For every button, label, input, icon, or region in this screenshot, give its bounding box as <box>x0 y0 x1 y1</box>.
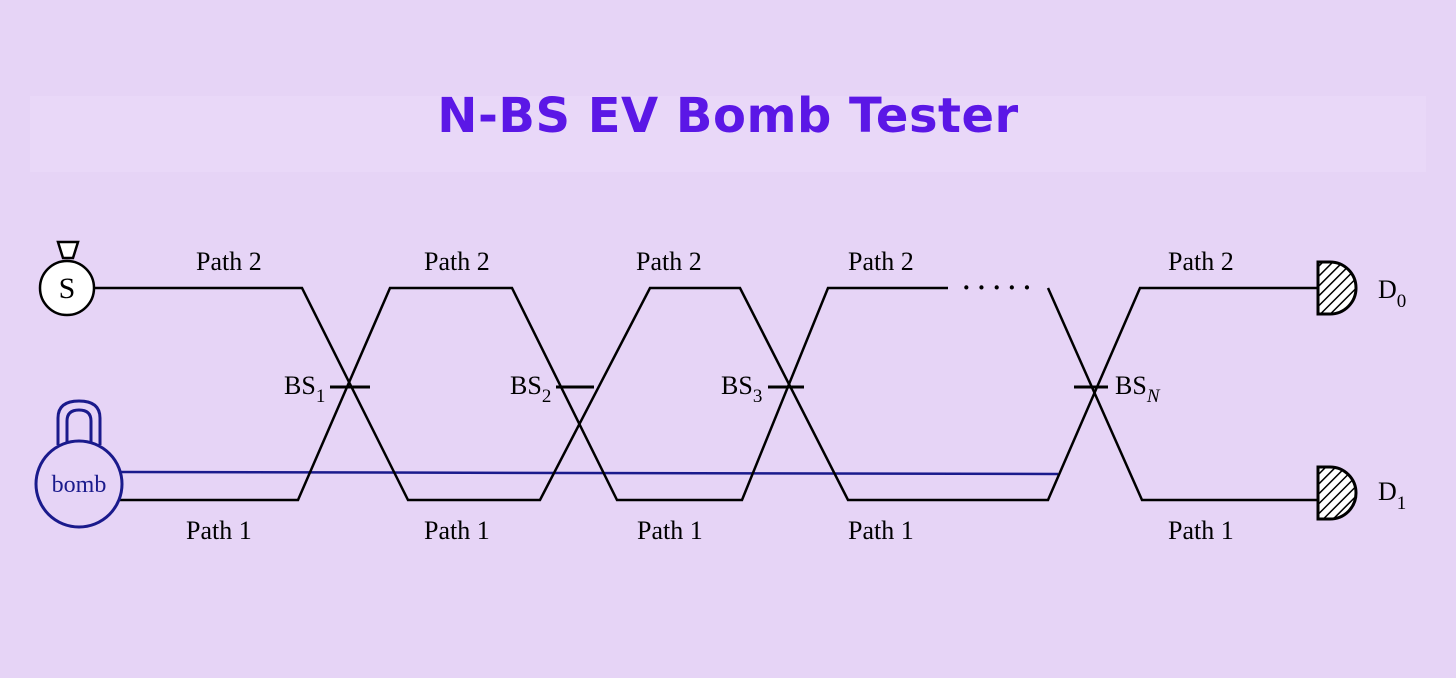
lower-path-labels: Path 1 Path 1 Path 1 Path 1 Path 1 <box>186 516 1234 545</box>
source-icon: S <box>38 240 96 317</box>
lower-path-label: Path 1 <box>637 516 703 545</box>
bs1-label: BS1 <box>284 371 325 407</box>
source-label: S <box>59 272 76 305</box>
ellipsis: · · · · · <box>962 273 1031 302</box>
lower-path-label: Path 1 <box>186 516 252 545</box>
lower-path-label: Path 1 <box>848 516 914 545</box>
diagram-title: N-BS EV Bomb Tester <box>437 88 1019 144</box>
detector-d1-icon <box>1316 465 1358 521</box>
lower-path-label: Path 1 <box>1168 516 1234 545</box>
upper-path-label: Path 2 <box>848 247 914 276</box>
upper-path-label: Path 2 <box>636 247 702 276</box>
title-band <box>30 96 1426 172</box>
upper-path-label: Path 2 <box>424 247 490 276</box>
upper-path-label: Path 2 <box>1168 247 1234 276</box>
bsn-label: BSN <box>1115 371 1161 407</box>
optical-paths <box>94 286 1318 502</box>
upper-path-label: Path 2 <box>196 247 262 276</box>
detector-d0-label: D0 <box>1378 275 1406 312</box>
detector-d0-icon <box>1316 260 1358 316</box>
bs2-label: BS2 <box>510 371 551 407</box>
lower-path-segment <box>120 286 948 502</box>
bomb-icon: bomb <box>34 399 124 529</box>
bomb-label: bomb <box>52 472 107 498</box>
lower-path-label: Path 1 <box>424 516 490 545</box>
upper-path-labels: Path 2 Path 2 Path 2 Path 2 Path 2 <box>196 247 1234 276</box>
bomb-path-line <box>117 470 1059 476</box>
lower-path-segment-after-ellipsis <box>1046 287 1318 502</box>
bs3-label: BS3 <box>721 371 762 407</box>
detector-d1-label: D1 <box>1378 477 1406 514</box>
